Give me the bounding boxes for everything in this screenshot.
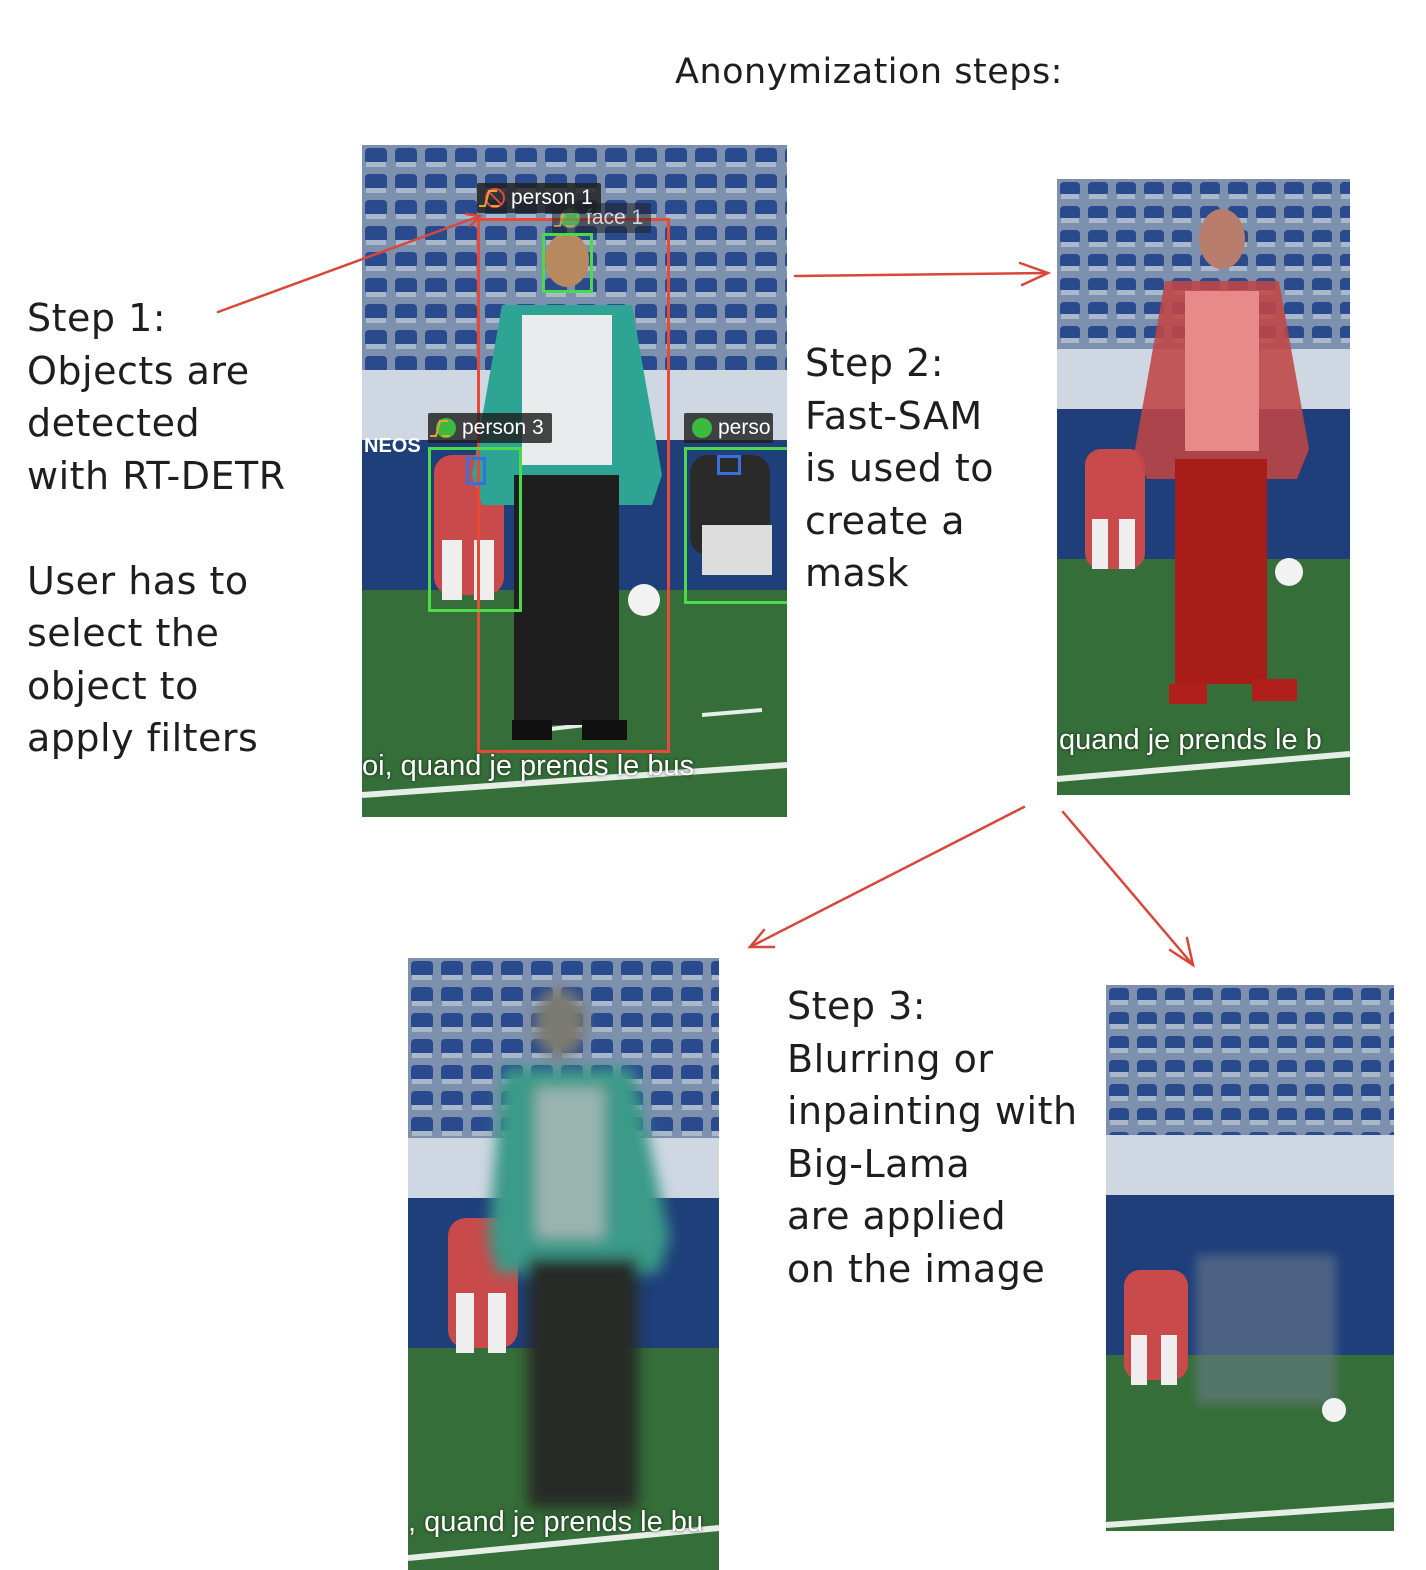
stadium-background: [408, 958, 719, 1570]
filter-icon: [479, 190, 499, 207]
person-partial-label[interactable]: perso: [684, 413, 773, 443]
subtitle-caption: oi, quand je prends le bus: [362, 750, 695, 782]
arrowhead: [1018, 261, 1052, 287]
diagram-title: Anonymization steps:: [675, 52, 1063, 92]
step-2-text: Step 2: Fast-SAM is used to create a mas…: [805, 341, 995, 595]
mask-frame: quand je prends le b: [1057, 179, 1350, 795]
arrowhead: [1168, 936, 1195, 968]
subtitle-caption: , quand je prends le bu: [408, 1506, 704, 1538]
subtitle-caption: quand je prends le b: [1059, 724, 1322, 756]
visible-icon: [560, 208, 580, 228]
arrow-mask-to-inpaint: [1061, 810, 1195, 967]
arrow-detection-to-mask: [793, 271, 1050, 278]
visible-icon: [436, 418, 456, 438]
person-3-label[interactable]: person 3: [428, 413, 552, 443]
arrowhead: [747, 928, 776, 949]
person-1-label[interactable]: person 1: [477, 183, 601, 213]
blur-frame: , quand je prends le bu: [408, 958, 719, 1570]
visible-icon: [692, 418, 712, 438]
step-1-text: Step 1: Objects are detected with RT-DET…: [27, 296, 286, 760]
stadium-background: [1057, 179, 1350, 795]
detection-frame: NEOS face 1 person 1 person 3 perso oi, …: [362, 145, 787, 817]
stadium-background: [1106, 985, 1394, 1531]
face-3-box[interactable]: [466, 457, 486, 485]
person-partial-box[interactable]: [684, 447, 787, 604]
face-partial-box[interactable]: [717, 455, 741, 475]
inpainted-region: [1196, 1255, 1336, 1405]
arrow-mask-to-blur: [748, 805, 1026, 949]
face-box[interactable]: [542, 233, 593, 293]
stadium-banner-text: NEOS: [364, 435, 421, 457]
blurred-person: [488, 988, 670, 1508]
person-3-box[interactable]: [428, 447, 522, 612]
filter-icon: [430, 420, 450, 437]
inpaint-frame: [1106, 985, 1394, 1531]
step-3-text: Step 3: Blurring or inpainting with Big-…: [787, 984, 1078, 1291]
